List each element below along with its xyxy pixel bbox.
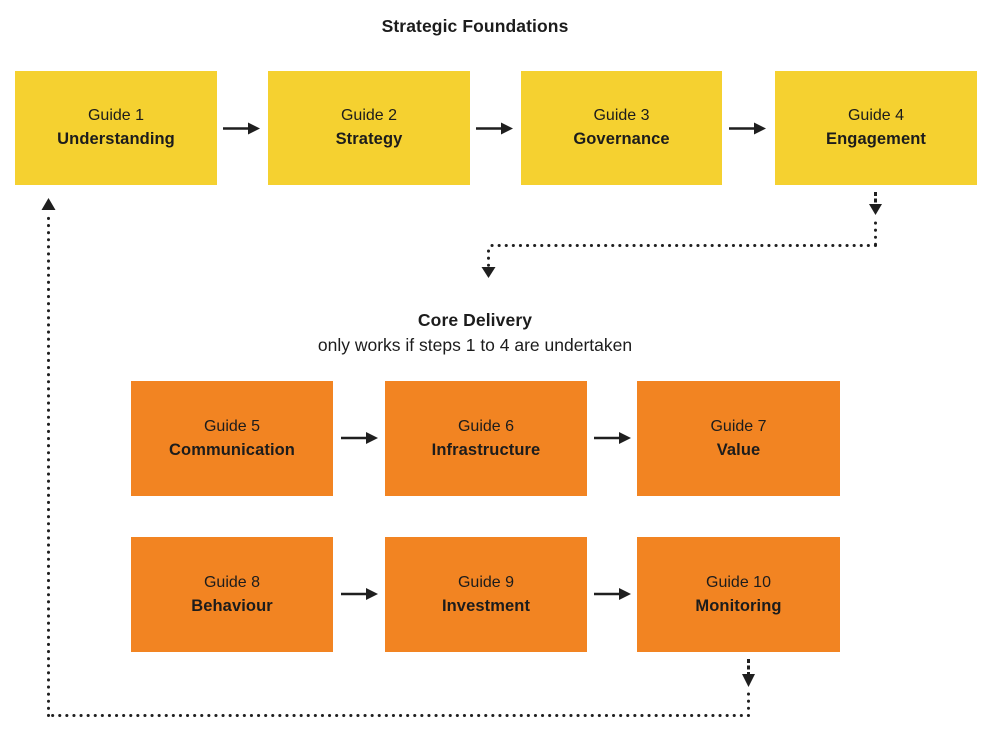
section-subtitle-core-delivery: only works if steps 1 to 4 are undertake… — [317, 335, 633, 355]
guide-step-label: Guide 7 — [710, 417, 767, 435]
guide-name-label: Investment — [441, 596, 531, 615]
guide-name-label: Behaviour — [191, 596, 273, 615]
arrow-guide3-to-guide4 — [729, 122, 766, 135]
box-guide-2-strategy: Guide 2 Strategy — [268, 71, 470, 185]
arrow-guide9-to-guide10 — [594, 588, 631, 600]
guide-name-label: Engagement — [825, 130, 927, 149]
section-title-core-delivery: Core Delivery — [417, 310, 533, 330]
box-guide-4-engagement: Guide 4 Engagement — [775, 71, 977, 185]
guide-step-label: Guide 6 — [457, 417, 515, 435]
guide-name-label: Understanding — [57, 130, 175, 149]
guide-step-label: Guide 10 — [706, 573, 771, 591]
guide-name-label: Infrastructure — [431, 440, 541, 459]
arrow-guide8-to-guide9 — [341, 588, 378, 600]
arrow-guide2-to-guide3 — [476, 122, 513, 135]
guide-step-label: Guide 4 — [847, 107, 905, 125]
arrow-guide6-to-guide7 — [594, 432, 631, 444]
guide-step-label: Guide 2 — [340, 107, 398, 125]
guide-step-label: Guide 9 — [457, 573, 515, 591]
section-title-strategic-foundations: Strategic Foundations — [381, 16, 569, 36]
box-guide-3-governance: Guide 3 Governance — [521, 71, 722, 185]
box-guide-1-understanding: Guide 1 Understanding — [15, 71, 217, 185]
dotted-path-guide4-to-core-delivery — [481, 192, 882, 278]
guide-name-label: Communication — [169, 440, 295, 459]
box-guide-5-communication: Guide 5 Communication — [131, 381, 333, 496]
guide-name-label: Monitoring — [695, 596, 782, 615]
box-guide-6-infrastructure: Guide 6 Infrastructure — [385, 381, 587, 496]
arrow-guide1-to-guide2 — [223, 122, 260, 135]
guide-name-label: Value — [716, 440, 761, 459]
guide-step-label: Guide 1 — [87, 107, 145, 125]
guide-step-label: Guide 5 — [203, 417, 261, 435]
box-guide-9-investment: Guide 9 Investment — [385, 537, 587, 652]
guide-step-label: Guide 8 — [203, 573, 261, 591]
guide-step-label: Guide 3 — [593, 107, 650, 125]
arrow-guide5-to-guide6 — [341, 432, 378, 444]
box-guide-8-behaviour: Guide 8 Behaviour — [131, 537, 333, 652]
box-guide-7-value: Guide 7 Value — [637, 381, 840, 496]
guide-name-label: Strategy — [335, 130, 403, 149]
guide-name-label: Governance — [573, 130, 670, 149]
box-guide-10-monitoring: Guide 10 Monitoring — [637, 537, 840, 652]
